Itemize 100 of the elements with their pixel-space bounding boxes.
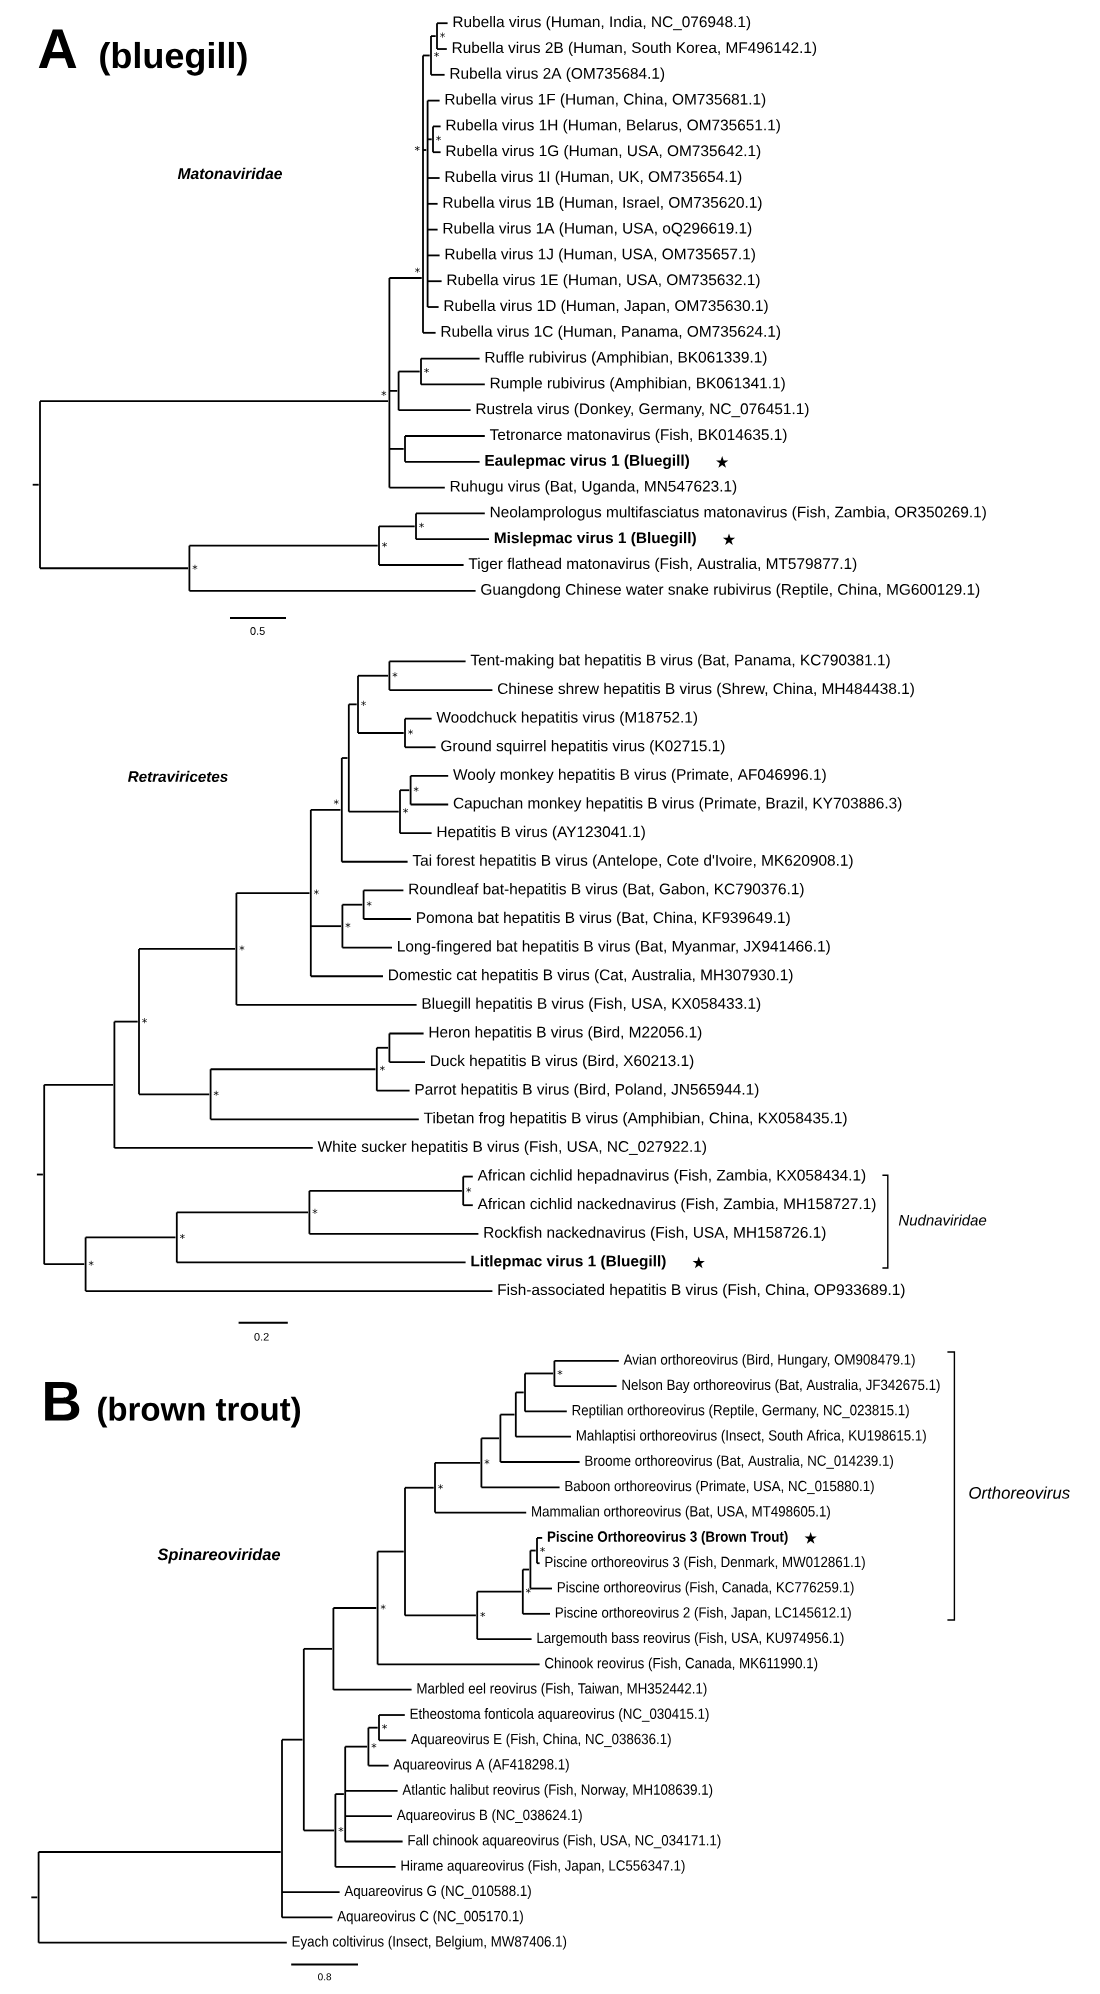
tree-node-line: [388, 1033, 391, 1063]
tree-branch: [357, 732, 405, 734]
tree-branch: [536, 1537, 544, 1539]
tree-branch: [376, 1550, 405, 1553]
tree-branch: [340, 860, 409, 863]
tree-branch: [426, 306, 440, 308]
tree-branch: [43, 1263, 86, 1266]
tree-branch: [347, 703, 358, 706]
tree-branch: [378, 1739, 408, 1742]
tree-branch: [388, 1032, 425, 1035]
tree-branch: [362, 889, 405, 892]
tree-branch: [462, 1175, 474, 1178]
tree-node-line: [332, 1608, 335, 1690]
tree-branch: [524, 1410, 568, 1413]
tree-branch: [409, 803, 450, 806]
tree-branch: [521, 1612, 551, 1615]
tree-branch: [388, 660, 467, 663]
tree-branch: [397, 409, 472, 412]
tree-branch: [529, 1587, 553, 1590]
tree-branch: [344, 1790, 399, 1792]
tree-branch: [344, 1745, 368, 1748]
tree-node-line: [397, 371, 400, 411]
tree-branch: [37, 1941, 288, 1944]
tree-branch: [553, 1359, 620, 1362]
tree-branch: [462, 1204, 474, 1207]
tree-branch: [434, 1461, 481, 1464]
tree-node-line: [302, 1648, 305, 1831]
tree-branch: [376, 1663, 541, 1666]
tree-branch: [188, 589, 477, 592]
tree-branch: [334, 1793, 345, 1795]
tree-node-line: [281, 1739, 283, 1918]
tree-branch: [420, 383, 486, 386]
tree-branch: [422, 54, 431, 57]
tree-branch: [430, 35, 437, 37]
tree-branch: [499, 1413, 516, 1416]
tree-branch: [404, 1486, 435, 1489]
tree-branch: [388, 277, 423, 279]
tree-branch: [388, 486, 446, 489]
tree-branch: [209, 1068, 377, 1071]
tree-branch: [536, 1562, 541, 1565]
tree-branch: [332, 1607, 378, 1609]
tree-branch: [476, 1590, 523, 1593]
tree-node-line: [113, 1021, 116, 1148]
tree-branch: [480, 1486, 561, 1489]
tree-branch: [499, 1461, 581, 1463]
tree-node-line: [347, 704, 350, 812]
tree-branch: [415, 538, 490, 541]
star-marker: ★: [804, 1532, 817, 1544]
tree-node-line: [404, 1487, 406, 1616]
tree-branch: [426, 177, 441, 179]
tree-branch: [378, 1714, 406, 1716]
tree-branch: [113, 1020, 139, 1023]
tree-branch: [388, 389, 399, 392]
tree-branch: [84, 1236, 177, 1239]
tree-branch: [436, 22, 449, 25]
tree-branch: [404, 1614, 477, 1617]
tree-branch: [397, 370, 421, 373]
tree-branch: [209, 1118, 420, 1121]
tree-branch: [388, 448, 405, 450]
tree-branch: [367, 1764, 390, 1767]
tree-branch: [514, 1435, 572, 1438]
tree-branch: [340, 757, 349, 759]
tree-branch: [357, 674, 389, 677]
tree-branch: [362, 918, 412, 920]
panel-letter: A: [38, 29, 77, 68]
tree-branch: [426, 280, 443, 283]
tree-branch: [404, 435, 486, 437]
star-marker: ★: [716, 456, 729, 468]
tree-branch: [188, 544, 379, 547]
tree-branch: [281, 1738, 304, 1741]
tree-branch: [422, 331, 437, 334]
tree-branch: [175, 1261, 467, 1264]
tree-branch: [367, 1726, 379, 1729]
tree-branch: [113, 1147, 314, 1149]
tree-branch: [430, 73, 446, 76]
tree-branch: [404, 460, 481, 463]
tree-branch: [434, 1511, 528, 1514]
tree-branch: [480, 1437, 500, 1440]
clade-label: Spinareoviridae: [157, 1548, 281, 1564]
tree-branch: [404, 746, 437, 749]
tree-node-line: [499, 1414, 502, 1462]
tree-branch: [514, 1391, 525, 1394]
tree-branch: [420, 357, 481, 360]
tree-node-line: [43, 1084, 46, 1265]
tree-branch: [39, 567, 189, 570]
tree-branch: [309, 808, 342, 811]
tree-branch: [432, 151, 442, 154]
tree-branch: [235, 1003, 418, 1006]
tree-node-line: [344, 1746, 347, 1842]
tree-branch: [302, 1829, 335, 1832]
tree-branch: [399, 789, 411, 792]
tree-branch: [309, 925, 342, 928]
tree-node-line: [524, 1373, 526, 1412]
tree-branch: [375, 1089, 411, 1092]
tree-branch: [308, 1190, 463, 1192]
tree-branch: [415, 512, 486, 515]
tree-branch: [378, 564, 465, 566]
panel-letter: B: [45, 1382, 80, 1421]
tree-branch: [399, 832, 433, 835]
tree-branch: [341, 946, 393, 949]
